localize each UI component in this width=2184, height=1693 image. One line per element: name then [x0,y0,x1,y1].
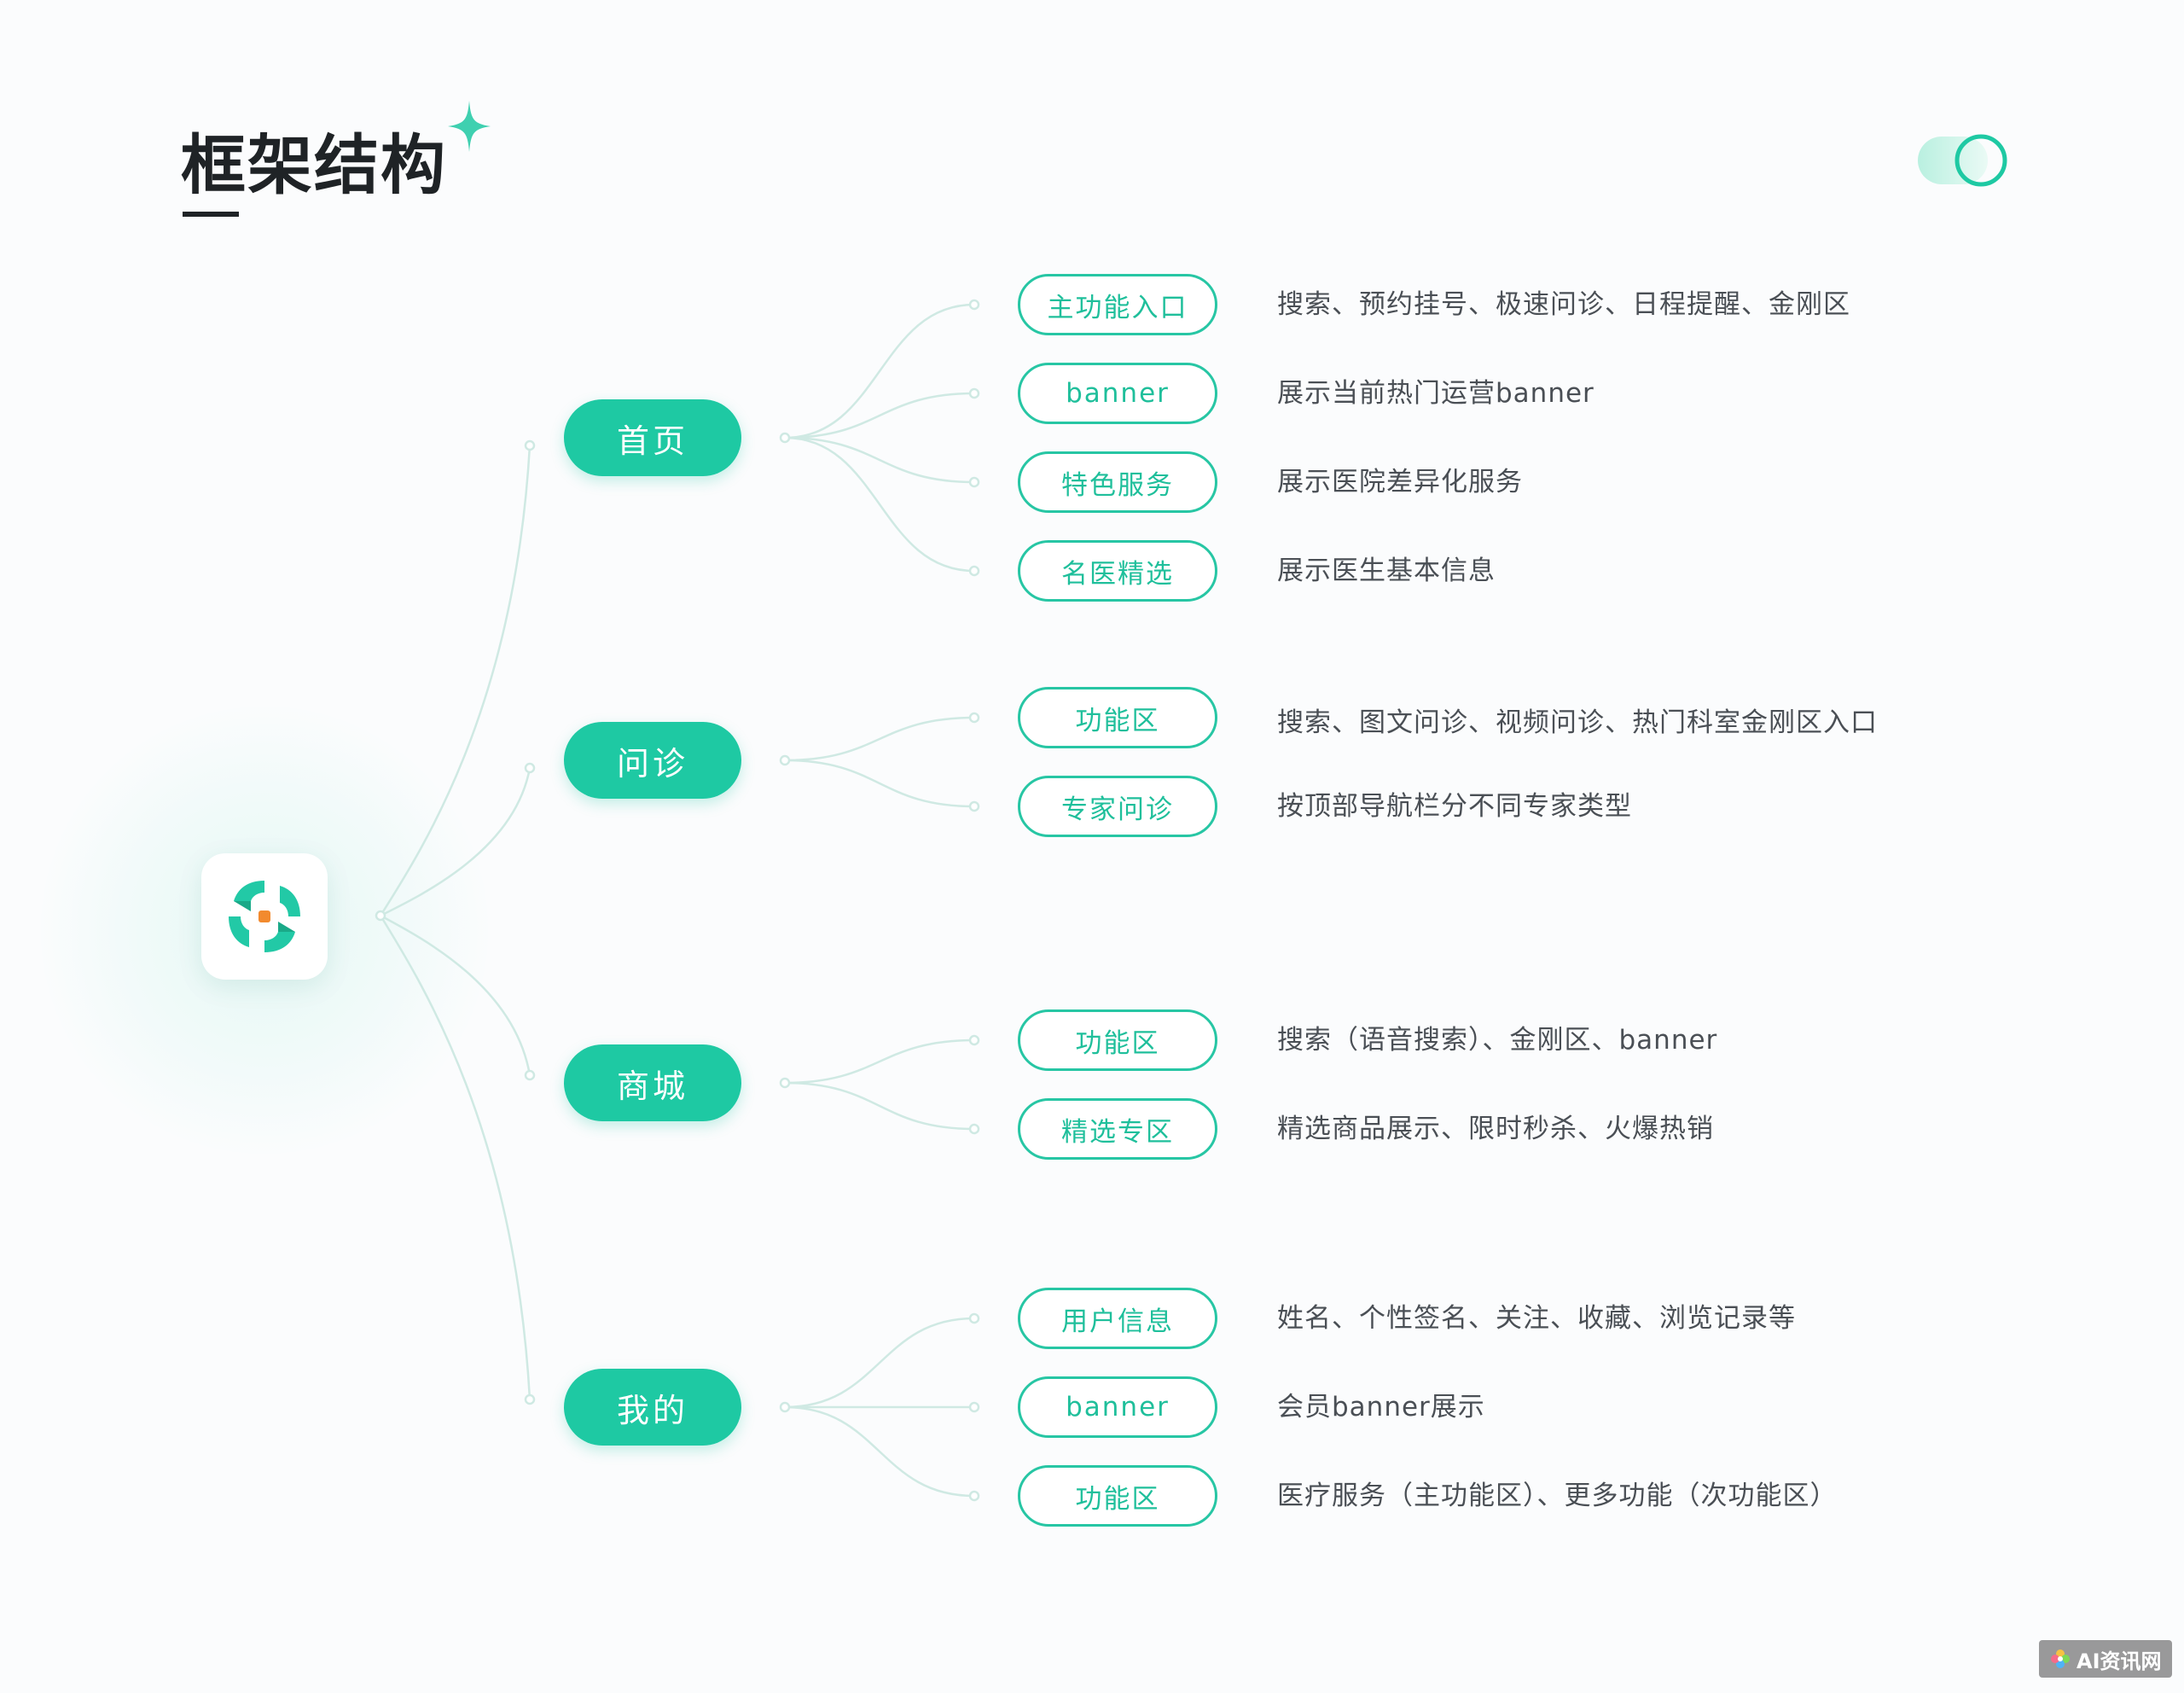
node-consult-experts[interactable]: 专家问诊 [1018,776,1217,837]
watermark-flower-icon [2051,1649,2070,1668]
leaf-dot-0-1 [968,387,980,399]
sparkle-icon [448,101,491,152]
toggle-icon [1918,134,2007,187]
desc-mine-functions: 医疗服务（主功能区）、更多功能（次功能区） [1277,1481,1838,1511]
leaf-connector-1-0 [784,716,975,762]
trunk-dot-2 [524,1069,536,1081]
section-mall[interactable]: 商城 [564,1044,741,1121]
section-consult[interactable]: 问诊 [564,722,741,799]
node-mall-featured[interactable]: 精选专区 [1018,1098,1217,1160]
leaf-connector-3-2 [784,1405,975,1498]
desc-home-top-doctors: 展示医生基本信息 [1277,556,1496,586]
leaf-connector-1-1 [784,759,975,808]
leaf-dot-3-1 [968,1401,980,1413]
section-home[interactable]: 首页 [564,399,741,476]
page-title: 框架结构 [181,127,447,203]
desc-home-main-entry: 搜索、预约挂号、极速问诊、日程提醒、金刚区 [1277,289,1850,320]
leaf-connector-3-0 [784,1317,975,1409]
watermark: AI资讯网 [2039,1640,2172,1678]
node-consult-functions[interactable]: 功能区 [1018,687,1217,748]
leaf-connector-0-1 [784,392,975,439]
node-mine-functions[interactable]: 功能区 [1018,1465,1217,1527]
node-home-featured-services[interactable]: 特色服务 [1018,451,1217,513]
section-mine[interactable]: 我的 [564,1369,741,1446]
leaf-dot-0-3 [968,565,980,577]
root-dot [375,910,386,922]
trunk-connector-1 [380,767,531,917]
leaf-dot-3-2 [968,1490,980,1502]
desc-mall-featured: 精选商品展示、限时秒杀、火爆热销 [1277,1114,1714,1144]
trunk-dot-1 [524,762,536,774]
pill-dot-2 [779,1077,791,1089]
leaf-connector-0-2 [784,436,975,484]
desc-mine-banner: 会员banner展示 [1277,1392,1485,1422]
pill-dot-0 [779,432,791,444]
leaf-connector-0-3 [784,436,975,573]
leaf-dot-3-0 [968,1312,980,1324]
trunk-dot-0 [524,439,536,451]
node-home-banner[interactable]: banner [1018,363,1217,424]
trunk-connector-2 [380,914,531,1076]
trunk-dot-3 [524,1393,536,1405]
node-home-main-entry[interactable]: 主功能入口 [1018,274,1217,335]
pill-dot-3 [779,1401,791,1413]
leaf-dot-0-2 [968,476,980,488]
leaf-dot-2-1 [968,1123,980,1135]
node-home-top-doctors[interactable]: 名医精选 [1018,540,1217,602]
leaf-connector-2-0 [784,1038,975,1085]
title-underline [183,212,239,217]
app-logo [201,853,328,980]
leaf-connector-2-1 [784,1081,975,1131]
desc-mine-user-info: 姓名、个性签名、关注、收藏、浏览记录等 [1277,1303,1796,1334]
desc-home-banner: 展示当前热门运营banner [1277,378,1594,409]
node-mine-user-info[interactable]: 用户信息 [1018,1288,1217,1349]
leaf-dot-0-0 [968,299,980,311]
leaf-dot-1-1 [968,800,980,812]
trunk-connector-3 [379,915,531,1400]
node-mall-functions[interactable]: 功能区 [1018,1009,1217,1071]
leaf-dot-1-0 [968,712,980,724]
leaf-dot-2-0 [968,1034,980,1046]
desc-home-featured-services: 展示医院差异化服务 [1277,467,1523,497]
node-mine-banner[interactable]: banner [1018,1376,1217,1438]
app-logo-icon [229,881,300,952]
trunk-connector-0 [379,445,531,916]
desc-consult-functions: 搜索、图文问诊、视频问诊、热门科室金刚区入口 [1277,707,1878,738]
desc-mall-functions: 搜索（语音搜索）、金刚区、banner [1277,1025,1718,1056]
watermark-text: AI资讯网 [2077,1649,2162,1673]
desc-consult-experts: 按顶部导航栏分不同专家类型 [1277,791,1632,822]
pill-dot-1 [779,754,791,766]
leaf-connector-0-0 [784,303,975,439]
